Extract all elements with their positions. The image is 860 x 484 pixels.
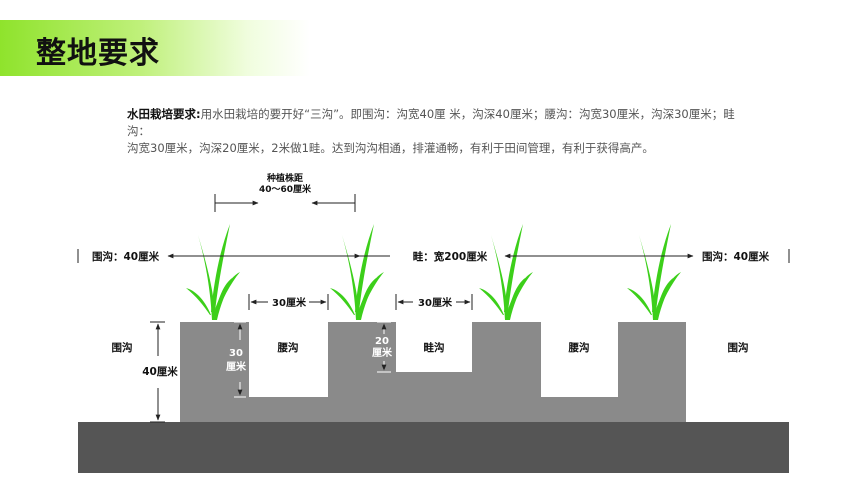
spacing-label-line-2: 40～60厘米 (259, 183, 312, 195)
right-ditch-width-label: 围沟：40厘米 (702, 250, 770, 263)
spacing-label-line-1: 种植株距 (266, 172, 303, 184)
rice-plant-3 (479, 224, 533, 320)
depth-20-unit: 厘米 (372, 346, 393, 359)
left-ditch-label: 围沟 (112, 341, 133, 354)
description-line-2: 沟宽30厘米，沟深20厘米，2米做1畦。达到沟沟相通，排灌通畅，有利于田间管理，… (127, 141, 654, 155)
depth-30-unit: 厘米 (226, 360, 247, 373)
soil-base (78, 422, 789, 473)
left-ditch-width-label: 围沟：40厘米 (92, 250, 160, 263)
description: 水田栽培要求:用水田栽培的要开好“三沟”。即围沟：沟宽40厘 米，沟深40厘米；… (127, 106, 747, 157)
bed-ditch-label: 畦沟 (424, 341, 445, 354)
depth-20-number: 20 (375, 336, 389, 347)
title-band (0, 20, 310, 76)
bed-width-label: 畦：宽200厘米 (413, 250, 488, 263)
right-ditch-label: 围沟 (728, 341, 749, 354)
field-profile (180, 322, 686, 422)
depth-30-number: 30 (229, 348, 243, 359)
page-title: 整地要求 (36, 36, 160, 71)
waist-ditch-label-1: 腰沟 (277, 341, 299, 354)
bed-ditch-width-label: 30厘米 (418, 296, 453, 309)
waist-width-label: 30厘米 (272, 296, 307, 309)
rice-plant-4 (627, 224, 681, 320)
rice-plant-2 (330, 224, 384, 320)
depth-40-label: 40厘米 (142, 365, 178, 378)
waist-ditch-label-2: 腰沟 (568, 341, 590, 354)
description-lead: 水田栽培要求: (127, 107, 201, 121)
rice-plant-1 (186, 224, 240, 320)
description-line-1: 用水田栽培的要开好“三沟”。即围沟：沟宽40厘 米，沟深40厘米；腰沟：沟宽30… (127, 107, 735, 138)
